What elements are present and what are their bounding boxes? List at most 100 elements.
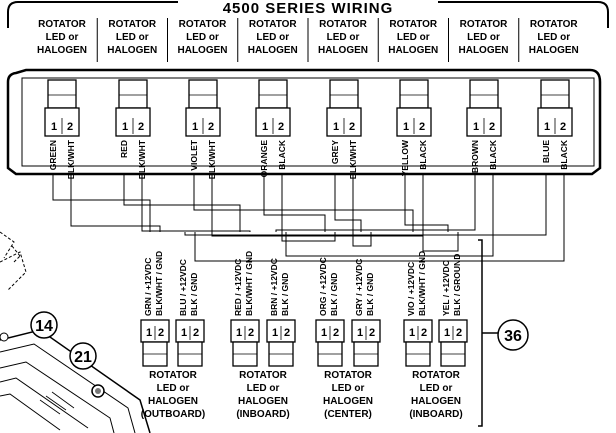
connector-line-1: VIO / +12VDC <box>406 262 416 316</box>
wire-color-label: GREEN <box>48 140 58 170</box>
top-label-line: LED or <box>467 32 500 43</box>
top-label-line: HALOGEN <box>37 45 87 56</box>
top-frame <box>7 1 609 28</box>
connector-line-2: BLK / GND <box>189 273 199 316</box>
bottom-label-line: ROTATOR <box>149 370 198 381</box>
wire-color-label: ORANGE <box>259 140 269 178</box>
bottom-label-line: ROTATOR <box>239 370 288 381</box>
pin-1: 1 <box>272 327 278 339</box>
top-label-line: ROTATOR <box>38 19 87 30</box>
bottom-label-line: HALOGEN <box>323 396 373 407</box>
wire-color-label: BLK/WHT <box>348 139 358 179</box>
pin-1: 1 <box>473 121 479 133</box>
top-label-line: LED or <box>327 32 360 43</box>
connector-line-1: RED / +12VDC <box>233 259 243 316</box>
callout-36: 36 <box>478 239 529 427</box>
top-label-line: ROTATOR <box>319 19 368 30</box>
pin-2: 2 <box>284 327 290 339</box>
callout-14: 14 <box>30 311 58 339</box>
top-label-line: LED or <box>116 32 149 43</box>
wire-color-label: YELLOW <box>400 139 410 176</box>
top-label-line: HALOGEN <box>107 45 157 56</box>
connector-line-1: BRN / +12VDC <box>269 258 279 316</box>
top-label-line: HALOGEN <box>459 45 509 56</box>
pin-1: 1 <box>321 327 327 339</box>
bottom-label-line: (INBOARD) <box>236 409 289 420</box>
wire-color-label: BLK/WHT <box>66 139 76 179</box>
top-label-line: HALOGEN <box>248 45 298 56</box>
pin-2: 2 <box>421 327 427 339</box>
wire-color-label: BLACK <box>277 139 287 170</box>
pin-1: 1 <box>51 121 57 133</box>
pin-2: 2 <box>489 121 495 133</box>
pin-2: 2 <box>67 121 73 133</box>
connector-line-1: GRN / +12VDC <box>143 258 153 316</box>
top-label-line: ROTATOR <box>249 19 298 30</box>
bottom-label-line: HALOGEN <box>148 396 198 407</box>
pin-1: 1 <box>333 121 339 133</box>
bottom-label-line: HALOGEN <box>238 396 288 407</box>
device-illustration <box>0 231 151 433</box>
callout-36-label: 36 <box>504 328 522 345</box>
pin-1: 1 <box>409 327 415 339</box>
pin-2: 2 <box>208 121 214 133</box>
wire-color-label: GREY <box>330 140 340 164</box>
bottom-label-line: ROTATOR <box>324 370 373 381</box>
pin-2: 2 <box>158 327 164 339</box>
wire-color-label: BLUE <box>541 140 551 163</box>
pin-2: 2 <box>560 121 566 133</box>
pin-2: 2 <box>333 327 339 339</box>
bottom-label-line: (INBOARD) <box>409 409 462 420</box>
pin-1: 1 <box>236 327 242 339</box>
harness-inner <box>21 77 595 167</box>
bottom-label-line: LED or <box>332 383 365 394</box>
connector-line-2: BLK / GND <box>365 273 375 316</box>
top-label-line: ROTATOR <box>179 19 228 30</box>
connector-line-2: BLK/WHT / GND <box>154 251 164 316</box>
bottom-label-line: HALOGEN <box>411 396 461 407</box>
top-label-line: ROTATOR <box>460 19 509 30</box>
pin-1: 1 <box>444 327 450 339</box>
diagram-title: 4500 SERIES WIRING <box>223 0 394 17</box>
harness-housing <box>6 68 602 176</box>
connector-line-2: BLK/WHT / GND <box>417 251 427 316</box>
top-label-line: LED or <box>256 32 289 43</box>
pin-1: 1 <box>544 121 550 133</box>
bottom-label-line: LED or <box>157 383 190 394</box>
top-label-line: LED or <box>46 32 79 43</box>
callout-21: 21 <box>69 342 97 370</box>
bottom-label-line: (OUTBOARD) <box>141 409 205 420</box>
wire-color-label: BLACK <box>488 139 498 170</box>
pin-1: 1 <box>403 121 409 133</box>
connector-line-2: BLK / GND <box>280 273 290 316</box>
connector-line-2: BLK/WHT / GND <box>244 251 254 316</box>
pin-2: 2 <box>248 327 254 339</box>
bottom-label-line: ROTATOR <box>412 370 461 381</box>
top-label-line: LED or <box>537 32 570 43</box>
pin-1: 1 <box>146 327 152 339</box>
pin-2: 2 <box>419 121 425 133</box>
pin-2: 2 <box>193 327 199 339</box>
wire-color-label: BLK/WHT <box>207 139 217 179</box>
pin-1: 1 <box>181 327 187 339</box>
pin-1: 1 <box>357 327 363 339</box>
wire-color-label: BLACK <box>418 139 428 170</box>
wire-color-label: VIOLET <box>189 139 199 171</box>
wire-color-label: BROWN <box>470 140 480 173</box>
top-label-line: ROTATOR <box>530 19 579 30</box>
pin-1: 1 <box>192 121 198 133</box>
top-label-line: ROTATOR <box>389 19 438 30</box>
top-label-line: HALOGEN <box>178 45 228 56</box>
top-label-line: LED or <box>397 32 430 43</box>
